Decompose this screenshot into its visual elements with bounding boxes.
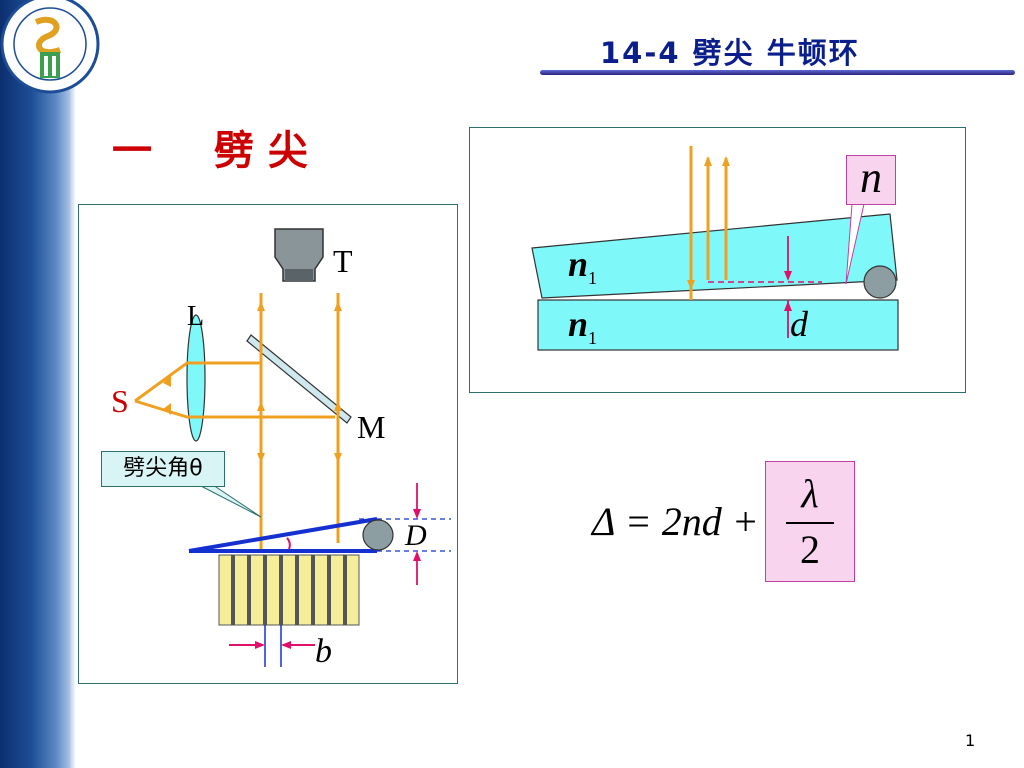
film-index-n-label: n — [846, 155, 896, 205]
wedge-angle-arc — [286, 537, 291, 550]
spacer-ball-icon — [863, 265, 897, 299]
fraction-bar — [786, 522, 834, 524]
lens-icon — [186, 314, 206, 442]
label-n1-upper: n1 — [568, 244, 598, 289]
light-rays — [689, 146, 728, 300]
label-M: M — [357, 409, 386, 445]
setup-diagram-panel: T L S M D b 劈尖角θ — [78, 204, 458, 684]
top-plate — [188, 517, 378, 553]
fraction-numerator: λ — [801, 471, 819, 516]
section-heading: 一劈 尖 — [112, 118, 308, 176]
fringe-spacing-marker — [264, 625, 282, 667]
page-number: 1 — [965, 731, 976, 750]
label-b: b — [315, 633, 332, 670]
ray-arrows — [163, 301, 342, 463]
half-mirror-icon — [246, 334, 352, 424]
section-number: 一 — [112, 128, 152, 174]
telescope-eyepiece — [285, 269, 313, 281]
label-T: T — [333, 243, 353, 279]
setup-diagram — [134, 228, 451, 667]
slide-title: 14-4 劈尖 牛顿环 — [600, 36, 860, 70]
label-d: d — [790, 304, 808, 344]
wedge-angle-callout: 劈尖角θ — [101, 451, 225, 487]
lower-glass-plate — [537, 299, 899, 351]
label-D: D — [405, 519, 427, 552]
left-sidebar-band — [0, 0, 70, 768]
label-S: S — [111, 383, 129, 419]
label-n1-lower: n1 — [568, 304, 598, 349]
label-L: L — [187, 301, 205, 332]
wedge-diagram-panel: n1 n1 d — [469, 127, 966, 393]
fraction-denominator: 2 — [800, 527, 820, 572]
wedge-diagram — [531, 146, 899, 351]
path-difference-formula: Δ = 2nd + — [592, 499, 759, 544]
interference-fringes — [218, 554, 360, 626]
light-rays — [134, 293, 340, 551]
section-title: 劈 尖 — [214, 128, 308, 174]
title-underline — [540, 70, 1015, 75]
half-wavelength-term: λ 2 — [765, 461, 855, 582]
upper-glass-plate — [531, 213, 898, 299]
ray-arrows — [687, 156, 730, 290]
university-logo — [0, 0, 100, 94]
spacer-ball-icon — [362, 519, 394, 551]
sidebar-edge — [70, 0, 76, 768]
telescope-icon — [274, 228, 324, 282]
